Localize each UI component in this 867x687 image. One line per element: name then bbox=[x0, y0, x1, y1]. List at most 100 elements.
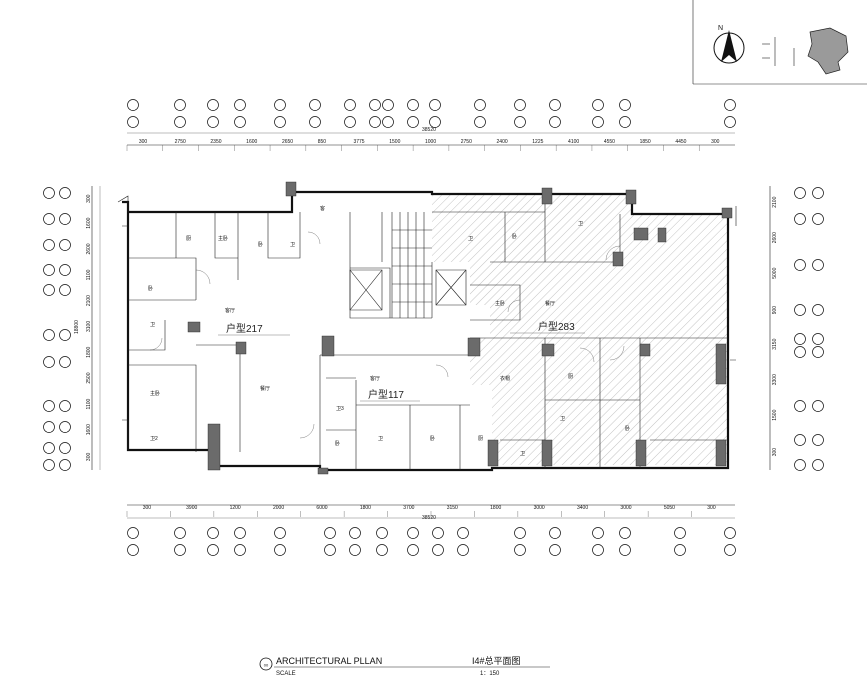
grid-bubble bbox=[234, 527, 246, 539]
north-arrow-icon: N bbox=[713, 25, 745, 64]
grid-bubble bbox=[794, 434, 806, 446]
grid-bubble bbox=[309, 99, 321, 111]
grid-bubble bbox=[619, 527, 631, 539]
grid-bubble bbox=[349, 544, 361, 556]
dimension-text: 2750 bbox=[461, 139, 472, 145]
dimension-text: 2000 bbox=[273, 505, 284, 511]
grid-bubble bbox=[127, 527, 139, 539]
dimension-overall-bottom: 38520 bbox=[422, 515, 436, 521]
room-tag: 厨 bbox=[568, 374, 573, 380]
grid-bubble bbox=[549, 99, 561, 111]
grid-bubble bbox=[592, 99, 604, 111]
building-plan bbox=[117, 181, 737, 475]
dimension-text: 850 bbox=[318, 139, 327, 145]
dimension-text: 300 bbox=[86, 453, 92, 462]
dimension-text: 300 bbox=[86, 194, 92, 203]
dimension-text: 1500 bbox=[389, 139, 400, 145]
grid-bubble bbox=[376, 527, 388, 539]
dimension-overall-top: 38520 bbox=[422, 127, 436, 133]
grid-bubble bbox=[549, 544, 561, 556]
grid-bubble bbox=[812, 187, 824, 199]
grid-bubble bbox=[174, 544, 186, 556]
room-tag: 卧 bbox=[335, 440, 340, 447]
dimension-text: 300 bbox=[772, 448, 778, 457]
grid-bubble bbox=[514, 544, 526, 556]
grid-bubble bbox=[592, 116, 604, 128]
room-tag: 客厅 bbox=[225, 307, 235, 314]
grid-bubble bbox=[514, 527, 526, 539]
grid-bubble bbox=[43, 213, 55, 225]
grid-bubble bbox=[432, 527, 444, 539]
door-swings bbox=[149, 231, 625, 439]
room-tag: 卧 bbox=[258, 241, 263, 248]
grid-bubble bbox=[407, 99, 419, 111]
room-tag: 主卧 bbox=[218, 235, 228, 242]
dimension-text: 3000 bbox=[620, 505, 631, 511]
room-tag: 卫 bbox=[378, 436, 383, 442]
room-tag: 衣帽 bbox=[500, 375, 510, 382]
grid-bubble bbox=[794, 333, 806, 345]
room-tag: 卧 bbox=[148, 285, 153, 292]
grid-bubble bbox=[234, 544, 246, 556]
grid-bubble bbox=[274, 527, 286, 539]
grid-bubble bbox=[344, 116, 356, 128]
grid-bubble bbox=[619, 544, 631, 556]
grid-bubble bbox=[207, 116, 219, 128]
grid-bubble bbox=[344, 99, 356, 111]
dimension-text: 1850 bbox=[640, 139, 651, 145]
grid-bubble bbox=[812, 346, 824, 358]
grid-bubble bbox=[407, 544, 419, 556]
grid-bubble bbox=[812, 400, 824, 412]
dimension-text: 1225 bbox=[532, 139, 543, 145]
grid-bubble bbox=[514, 116, 526, 128]
room-tag: 卫 bbox=[468, 236, 473, 242]
north-label: N bbox=[718, 25, 723, 32]
grid-bubble bbox=[309, 116, 321, 128]
room-tag: 卫 bbox=[150, 322, 155, 328]
room-tag: 卫 bbox=[560, 416, 565, 422]
drawing-number-marker bbox=[259, 657, 273, 671]
dimension-text: 1600 bbox=[246, 139, 257, 145]
grid-bubble bbox=[274, 99, 286, 111]
room-tag: 客 bbox=[320, 205, 325, 212]
dimension-text: 2100 bbox=[772, 196, 778, 207]
dimension-text: 1800 bbox=[490, 505, 501, 511]
grid-bubble bbox=[407, 116, 419, 128]
grid-bubble bbox=[174, 527, 186, 539]
grid-bubble bbox=[812, 259, 824, 271]
grid-bubble bbox=[59, 187, 71, 199]
grid-bubble bbox=[43, 459, 55, 471]
grid-bubble bbox=[794, 187, 806, 199]
grid-bubble bbox=[43, 264, 55, 276]
grid-bubble bbox=[794, 459, 806, 471]
dimension-text: 1500 bbox=[772, 409, 778, 420]
grid-bubble bbox=[59, 284, 71, 296]
unit-label-283: 户型283 bbox=[538, 320, 575, 333]
dimension-text: 1200 bbox=[230, 505, 241, 511]
room-tag: 餐厅 bbox=[545, 300, 555, 307]
grid-bubble bbox=[592, 527, 604, 539]
grid-axis-bubbles bbox=[43, 99, 824, 556]
room-tag: 卫 bbox=[520, 451, 525, 457]
grid-bubble bbox=[549, 116, 561, 128]
grid-bubble bbox=[812, 213, 824, 225]
structural-columns bbox=[187, 181, 733, 475]
grid-bubble bbox=[234, 99, 246, 111]
room-tag: 客厅 bbox=[370, 375, 380, 382]
dimension-text: 2350 bbox=[210, 139, 221, 145]
grid-bubble bbox=[324, 544, 336, 556]
grid-bubble bbox=[674, 544, 686, 556]
scale-value: 1：150 bbox=[480, 671, 500, 677]
grid-bubble bbox=[429, 99, 441, 111]
grid-bubble bbox=[349, 527, 361, 539]
grid-bubble bbox=[457, 544, 469, 556]
dimension-text: 5050 bbox=[664, 505, 675, 511]
grid-bubble bbox=[794, 213, 806, 225]
dimension-text: 2500 bbox=[86, 372, 92, 383]
grid-bubble bbox=[43, 400, 55, 412]
dimension-text: 3000 bbox=[534, 505, 545, 511]
dimension-text: 3300 bbox=[772, 374, 778, 385]
drawing-marker: 00 bbox=[264, 663, 269, 668]
